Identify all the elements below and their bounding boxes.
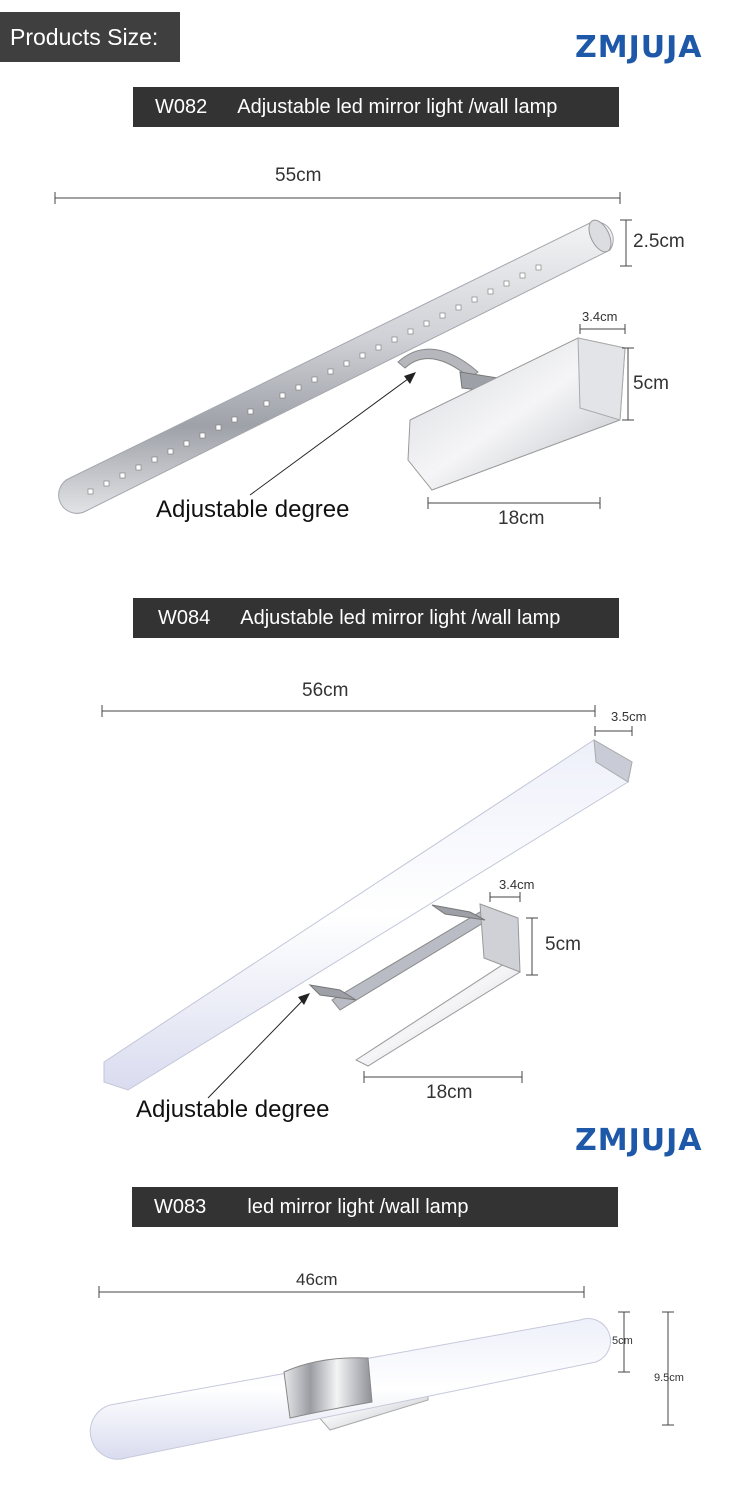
tube-height-label-w083: 5cm — [612, 1335, 633, 1347]
product-name: Adjustable led mirror light /wall lamp — [240, 607, 561, 629]
dimension-line-base-height — [622, 347, 634, 421]
dimension-line-length-w083 — [98, 1286, 585, 1298]
dimension-line-base-depth — [579, 324, 626, 334]
adjustable-arrow-w082 — [249, 372, 416, 496]
adjustable-arrow-w084 — [207, 993, 310, 1099]
product-title-bar-w082: W082 Adjustable led mirror light /wall l… — [133, 87, 619, 127]
brand-logo: ZMJUJA — [575, 30, 703, 65]
dimension-line-diameter — [620, 219, 632, 267]
product-code: W084 — [158, 607, 211, 629]
base-height-label-w082: 5cm — [633, 373, 669, 394]
length-label-w084: 56cm — [302, 680, 349, 701]
dimension-line-base-height-w084 — [526, 917, 538, 976]
dimension-line-base-width-w084 — [363, 1071, 523, 1083]
base-depth-label-w084: 3.4cm — [499, 877, 535, 892]
dimension-line-total-height-w083 — [662, 1311, 674, 1426]
total-height-label-w083: 9.5cm — [654, 1372, 684, 1384]
diameter-label-w082: 2.5cm — [633, 231, 685, 252]
adjustable-note-w084: Adjustable degree — [136, 1096, 330, 1123]
products-size-header: Products Size: — [0, 12, 180, 62]
dimension-line-length — [54, 192, 621, 204]
product-code: W082 — [155, 96, 208, 118]
product-title-bar-w084: W084 Adjustable led mirror light /wall l… — [133, 598, 619, 638]
led-tube-w082 — [58, 219, 614, 514]
dimension-line-depth-w084 — [594, 726, 633, 736]
length-label-w082: 55cm — [275, 165, 322, 186]
dimension-line-base-width — [427, 497, 601, 509]
product-name: led mirror light /wall lamp — [247, 1196, 469, 1218]
led-bar-w084 — [103, 739, 633, 1091]
dimension-line-base-depth-w084 — [489, 892, 521, 902]
led-tube-w083 — [89, 1318, 611, 1460]
depth-label-w084: 3.5cm — [611, 709, 647, 724]
product-title-bar-w083: W083 led mirror light /wall lamp — [132, 1187, 618, 1227]
mount-base-w082 — [397, 337, 626, 491]
base-width-label-w084: 18cm — [426, 1082, 473, 1103]
base-depth-label-w082: 3.4cm — [582, 309, 618, 324]
product-code: W083 — [154, 1196, 207, 1218]
adjustable-note-w082: Adjustable degree — [156, 496, 350, 523]
length-label-w083: 46cm — [296, 1270, 338, 1289]
base-height-label-w084: 5cm — [545, 934, 581, 955]
dimension-line-length-w084 — [101, 705, 596, 717]
base-width-label-w082: 18cm — [498, 508, 545, 529]
brand-logo-secondary: ZMJUJA — [575, 1123, 703, 1158]
product-name: Adjustable led mirror light /wall lamp — [237, 96, 558, 118]
dimension-line-tube-height-w083 — [618, 1311, 630, 1373]
mount-base-w084 — [308, 903, 521, 1067]
